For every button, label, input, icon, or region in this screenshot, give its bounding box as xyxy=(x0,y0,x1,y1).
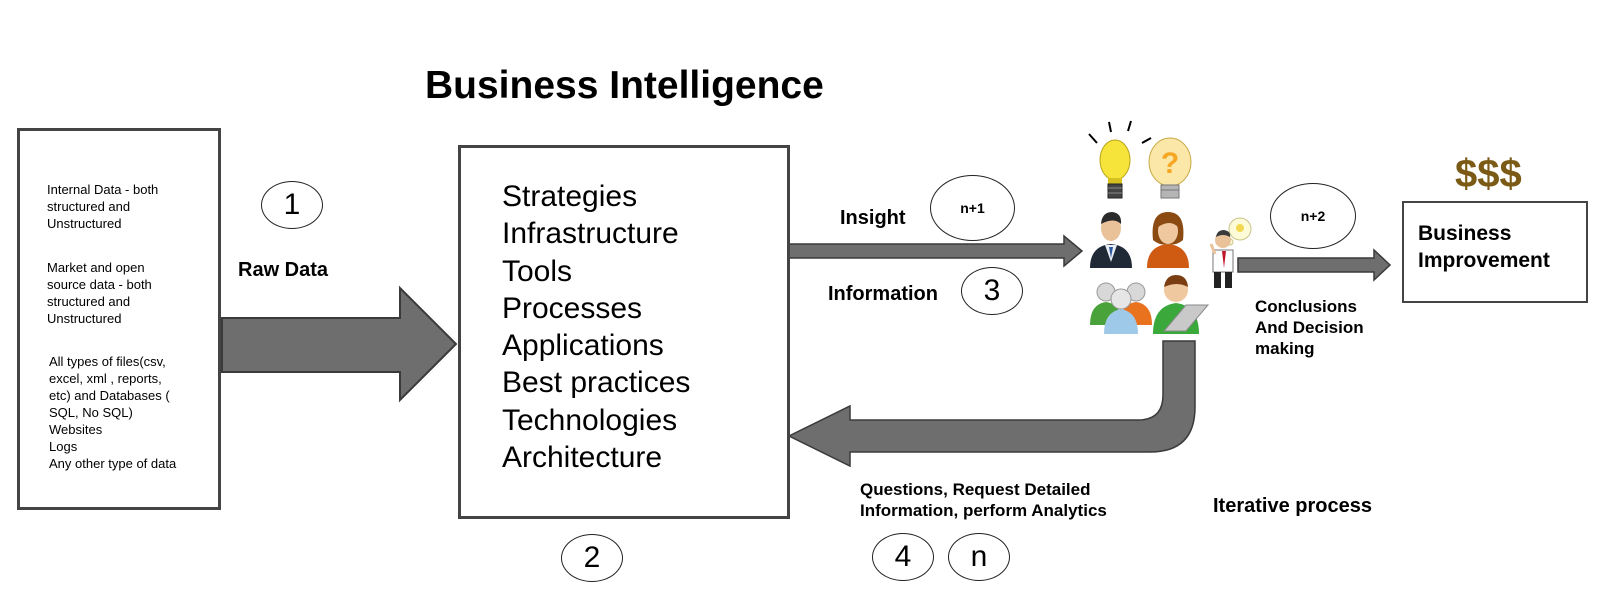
bi-item-infrastructure: Infrastructure xyxy=(502,217,679,251)
dollar-signs: $$$ xyxy=(1455,152,1522,196)
bi-components-list: Strategies Infrastructure Tools Processe… xyxy=(502,178,690,476)
team-group-icon xyxy=(1090,282,1152,334)
bi-item-processes: Processes xyxy=(502,291,643,325)
bi-item-architecture: Architecture xyxy=(502,441,663,475)
step-n-plus-1-label: n+1 xyxy=(960,200,985,216)
bi-item-strategies: Strategies xyxy=(502,180,638,213)
raw-data-label: Raw Data xyxy=(238,259,329,281)
conclusions-label: Conclusions And Decision making xyxy=(1255,297,1364,358)
business-improvement-label: Business Improvement xyxy=(1418,222,1550,272)
raw-data-sources-box: Internal Data - both structured and Unst… xyxy=(17,128,221,510)
iterative-process-label: Iterative process xyxy=(1213,495,1372,517)
file-types-text: All types of files(csv, excel, xml , rep… xyxy=(49,354,177,471)
question-bulb-icon: ? xyxy=(1148,137,1192,199)
raw-data-arrow xyxy=(221,285,458,403)
businesswoman-icon xyxy=(1147,212,1189,268)
businessman-icon xyxy=(1090,212,1132,268)
svg-text:?: ? xyxy=(1161,147,1179,180)
step-2-label: 2 xyxy=(583,541,601,574)
lightbulb-icon xyxy=(1088,120,1152,199)
step-4-label: 4 xyxy=(894,540,912,573)
information-label: Information xyxy=(828,283,938,305)
bi-item-technologies: Technologies xyxy=(502,403,678,437)
market-data-text: Market and open source data - both struc… xyxy=(47,260,152,326)
step-4-circle: 4 xyxy=(872,533,934,581)
step-n-plus-1-circle: n+1 xyxy=(930,175,1015,241)
diagram-title: Business Intelligence xyxy=(425,64,824,107)
bi-item-best-practices: Best practices xyxy=(502,366,691,400)
step-1-circle: 1 xyxy=(261,181,323,229)
bi-item-tools: Tools xyxy=(502,254,573,288)
step-2-circle: 2 xyxy=(561,534,623,582)
person-with-laptop-icon xyxy=(1153,275,1210,334)
step-n-circle: n xyxy=(948,533,1010,581)
step-3-circle: 3 xyxy=(961,267,1023,315)
step-n-label: n xyxy=(970,540,988,573)
step-3-label: 3 xyxy=(983,274,1001,307)
questions-label: Questions, Request Detailed Information,… xyxy=(860,480,1107,520)
step-n-plus-2-circle: n+2 xyxy=(1270,183,1356,249)
step-1-label: 1 xyxy=(283,188,301,221)
insight-label: Insight xyxy=(840,207,906,229)
thinking-man-icon xyxy=(1209,217,1252,288)
business-intelligence-box xyxy=(458,145,790,519)
internal-data-text: Internal Data - both structured and Unst… xyxy=(47,182,159,231)
feedback-arrow xyxy=(787,340,1196,468)
business-improvement-box: Business Improvement xyxy=(1402,201,1588,303)
conclusions-arrow xyxy=(1237,248,1392,282)
bi-item-applications: Applications xyxy=(502,329,664,363)
insight-arrow xyxy=(788,234,1084,268)
step-n-plus-2-label: n+2 xyxy=(1300,208,1326,224)
